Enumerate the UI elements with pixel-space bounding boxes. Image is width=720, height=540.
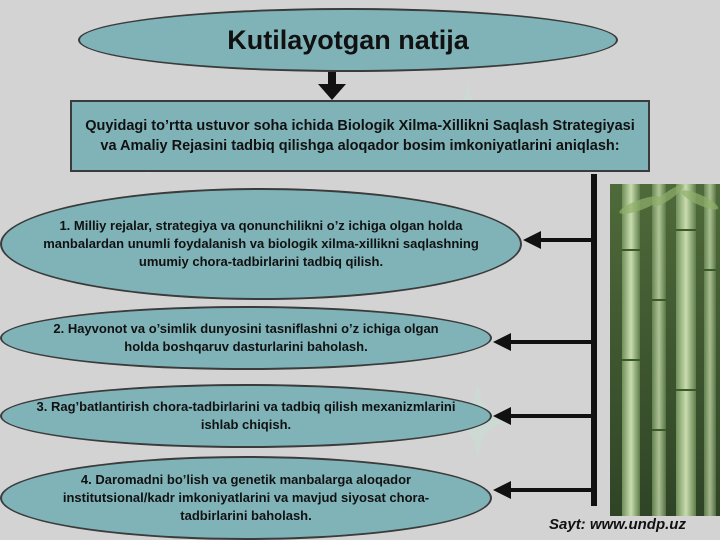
item-ellipse-4: 4. Daromadni bo’lish va genetik manbalar…	[0, 456, 492, 540]
item-text: 4. Daromadni bo’lish va genetik manbalar…	[36, 471, 456, 525]
intro-box: Quyidagi to’rtta ustuvor soha ichida Bio…	[70, 100, 650, 172]
item-ellipse-3: 3. Rag’batlantirish chora-tadbirlarini v…	[0, 384, 492, 448]
site-footer: Sayt: www.undp.uz	[549, 516, 686, 533]
item-ellipse-2: 2. Hayvonot va o’simlik dunyosini tasnif…	[0, 306, 492, 370]
title-ellipse: Kutilayotgan natija	[78, 8, 618, 72]
item-ellipse-1: 1. Milliy rejalar, strategiya va qonunch…	[0, 188, 522, 300]
item-text: 1. Milliy rejalar, strategiya va qonunch…	[36, 217, 486, 271]
item-text: 3. Rag’batlantirish chora-tadbirlarini v…	[36, 398, 456, 434]
item-text: 2. Hayvonot va o’simlik dunyosini tasnif…	[36, 320, 456, 356]
intro-text: Quyidagi to’rtta ustuvor soha ichida Bio…	[80, 116, 640, 156]
slide-title: Kutilayotgan natija	[227, 25, 469, 56]
